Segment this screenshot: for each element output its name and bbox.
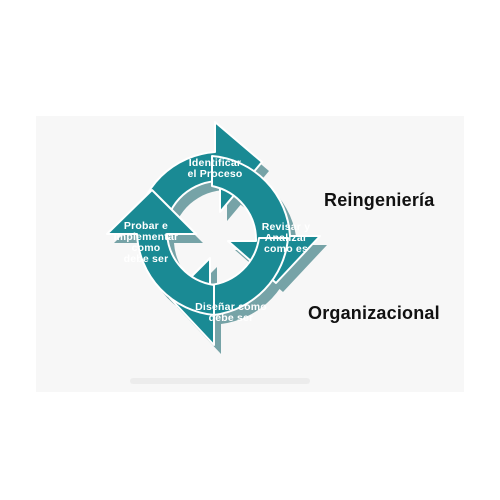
label-review: Revisar y Analizar como es <box>251 222 321 255</box>
label-identify: Identificar el Proceso <box>180 158 250 180</box>
label-test-line-4: debe ser <box>123 253 169 265</box>
label-identify-line-2: el Proceso <box>187 168 243 180</box>
title-line-1: Reingeniería <box>324 190 435 210</box>
title-line-2: Organizacional <box>308 303 440 323</box>
label-review-line-3: como es <box>264 243 308 255</box>
label-test-line-1: Probar e <box>123 220 169 232</box>
label-identify-line-1: Identificar <box>188 157 242 169</box>
label-test-line-3: como <box>131 242 161 254</box>
diagram-floor-shadow <box>130 378 310 384</box>
label-review-line-1: Revisar y <box>261 221 311 233</box>
arrow-segment-design <box>169 237 289 346</box>
arrow-segment-test <box>106 189 215 316</box>
arrow-segment-review <box>211 155 321 284</box>
label-test: Probar e Implementar como debe ser <box>108 221 184 265</box>
label-design-line-2: debe ser <box>208 312 254 324</box>
label-test-line-2: Implementar <box>113 231 179 243</box>
label-review-line-2: Analizar <box>264 232 308 244</box>
label-design: Diseñar como debe ser <box>186 302 276 324</box>
label-design-line-1: Diseñar como <box>195 301 267 313</box>
